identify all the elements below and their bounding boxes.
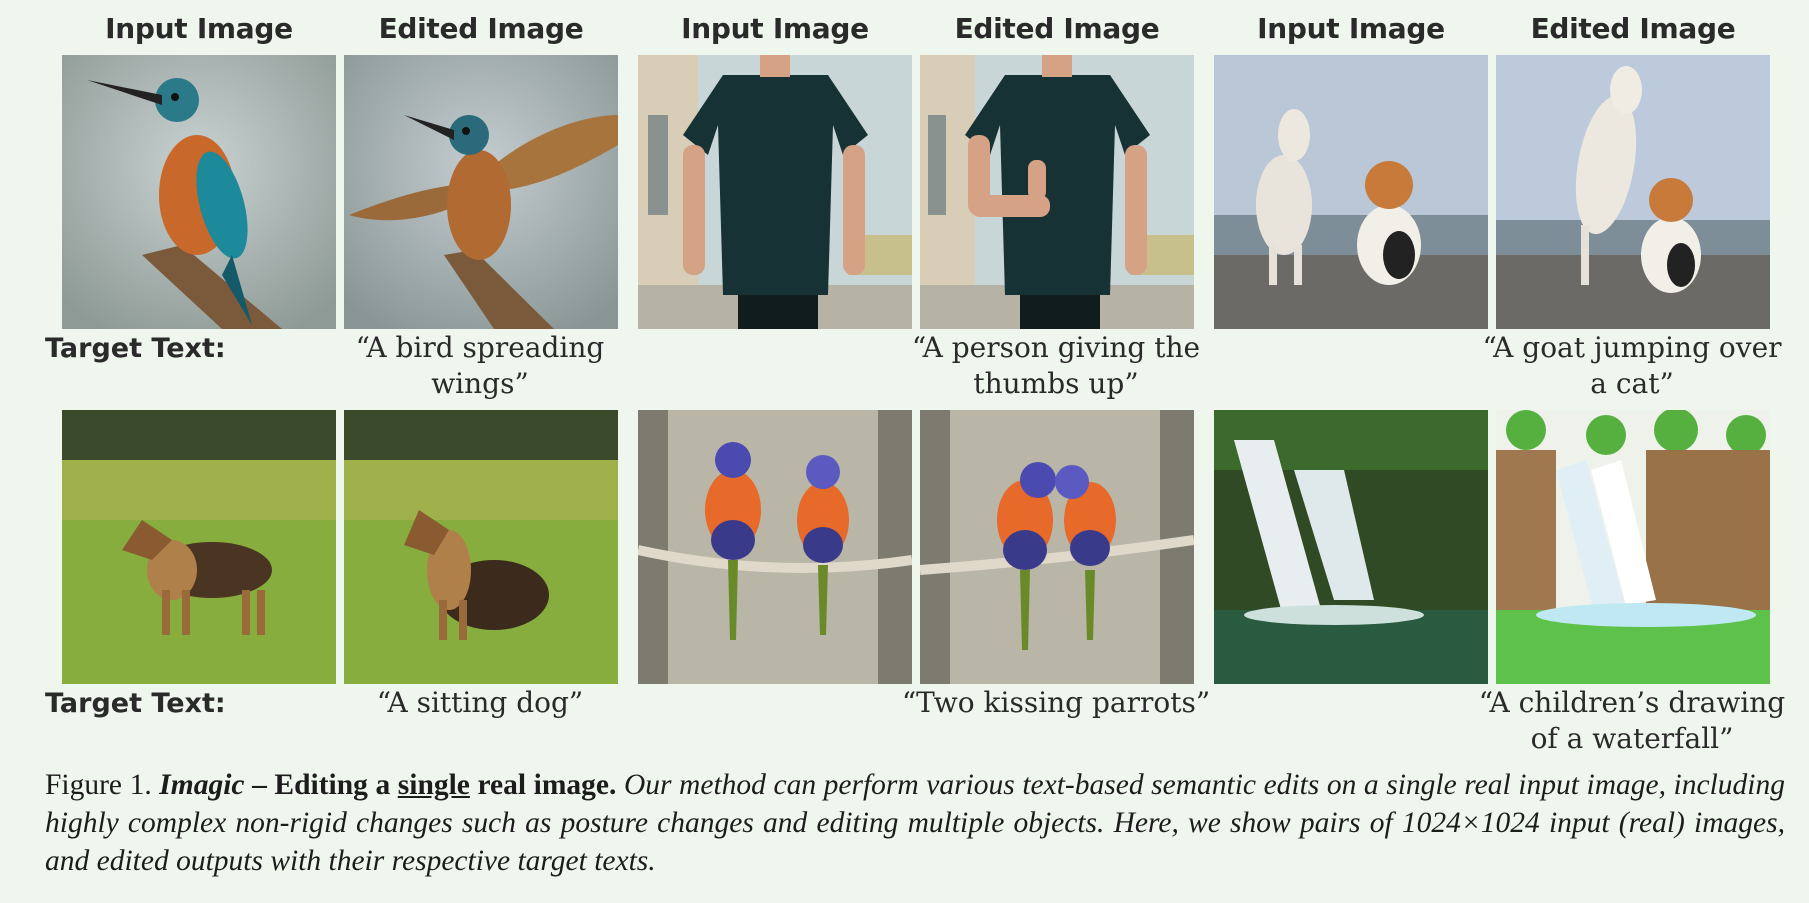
column-header-edited-3: Edited Image — [1530, 12, 1736, 45]
input-image-standing-dog — [62, 410, 336, 684]
caption-title-end: real image. — [469, 769, 617, 801]
row1-target-text-person: “A person giving the thumbs up” — [911, 331, 1201, 400]
input-image-waterfall — [1214, 410, 1488, 684]
column-header-edited-2: Edited Image — [954, 12, 1160, 45]
column-header-input-2: Input Image — [681, 12, 869, 45]
row1-target-text-label: Target Text: — [45, 333, 226, 364]
column-header-input-1: Input Image — [105, 12, 293, 45]
column-header-edited-1: Edited Image — [378, 12, 584, 45]
edited-image-childrens-waterfall-drawing — [1496, 410, 1770, 684]
row1-target-text-bird: “A bird spreading wings” — [355, 331, 605, 400]
edited-image-person-thumbs-up — [920, 55, 1194, 329]
row1-target-text-goat: “A goat jumping over a cat” — [1482, 331, 1782, 400]
row2-target-text-label: Target Text: — [45, 688, 226, 719]
input-image-person-tshirt — [638, 55, 912, 329]
caption-title-imagic: Imagic — [159, 769, 245, 801]
column-header-input-3: Input Image — [1257, 12, 1445, 45]
input-image-goat-cat — [1214, 55, 1488, 329]
input-image-parrots — [638, 410, 912, 684]
figure-label: Figure 1. — [45, 769, 152, 801]
figure-caption: Figure 1. Imagic – Editing a single real… — [45, 766, 1785, 880]
row2-target-text-waterfall: “A children’s drawing of a waterfall” — [1478, 686, 1786, 755]
caption-title-underlined: single — [397, 769, 470, 801]
edited-image-kingfisher-wings — [344, 55, 618, 329]
edited-image-goat-jumping — [1496, 55, 1770, 329]
row2-target-text-parrots: “Two kissing parrots” — [901, 686, 1211, 719]
edited-image-sitting-dog — [344, 410, 618, 684]
row2-target-text-dog: “A sitting dog” — [376, 686, 584, 719]
edited-image-kissing-parrots — [920, 410, 1194, 684]
caption-title-mid: – Editing a — [244, 769, 398, 801]
input-image-kingfisher — [62, 55, 336, 329]
caption-body: Our method can perform various text-base… — [45, 769, 1785, 877]
